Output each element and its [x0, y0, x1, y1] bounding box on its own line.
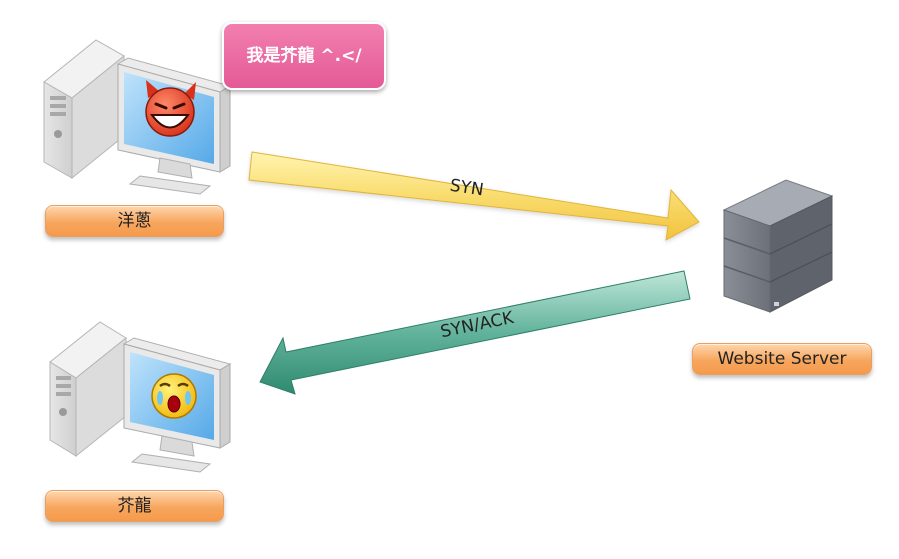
syn-label: SYN	[448, 176, 484, 201]
node-label-onion: 洋蔥	[45, 205, 224, 237]
computer-mustard	[49, 321, 232, 473]
syn-ack-arrow: SYN/ACK	[259, 270, 691, 395]
node-label-server: Website Server	[692, 343, 872, 375]
crying-face-icon	[151, 373, 197, 419]
computer-onion	[43, 39, 232, 195]
devil-face-icon	[145, 80, 196, 137]
speech-bubble: 我是芥龍 ^.</	[222, 22, 386, 90]
server-icon	[722, 179, 834, 313]
syn-arrow: SYN	[248, 151, 700, 241]
node-label-mustard: 芥龍	[45, 490, 224, 522]
